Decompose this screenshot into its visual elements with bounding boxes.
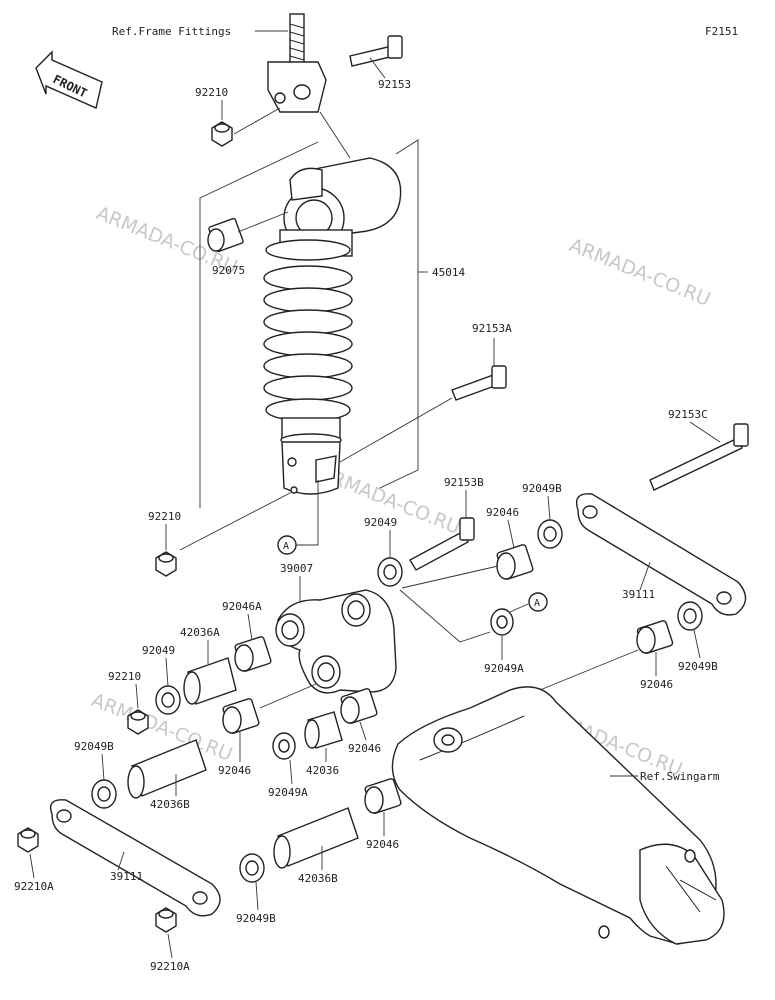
nut-92210-top: [211, 121, 233, 147]
bushing-92046-middle-left: [222, 698, 260, 734]
shock-spring: [263, 229, 353, 495]
washer-92049-middle: [377, 557, 403, 587]
ref-frame-fittings-label: Ref.Frame Fittings: [112, 25, 231, 38]
bushing-92046A: [234, 636, 272, 672]
collar-92075: [207, 217, 244, 253]
watermarks: ARMADA-CO.RU ARMADA-CO.RU ARMADA-CO.RU A…: [88, 202, 713, 781]
callout-a-lower: A: [528, 592, 548, 612]
label-42036B-left: 42036B: [150, 798, 190, 811]
label-92049A-right: 92049A: [484, 662, 524, 675]
frame-fitting-stud: [267, 13, 327, 113]
bushing-92046-center: [340, 688, 378, 724]
label-92049B-lower: 92049B: [236, 912, 276, 925]
washer-92049A-right: [490, 608, 514, 636]
label-39111-upper: 39111: [622, 588, 655, 601]
swingarm: [391, 686, 725, 945]
callout-a-upper: A: [277, 535, 297, 555]
link-39111-lower: [49, 799, 221, 917]
label-42036: 42036: [306, 764, 339, 777]
label-92046-center: 92046: [348, 742, 381, 755]
label-92049A-middle: 92049A: [268, 786, 308, 799]
bushing-92046-lower: [364, 778, 402, 814]
callout-a-lower-text: A: [534, 598, 540, 609]
label-92046-upper: 92046: [486, 506, 519, 519]
washer-92049B-lower: [239, 853, 265, 883]
link-39111-upper: [575, 493, 747, 616]
label-92049B-upper: 92049B: [522, 482, 562, 495]
label-92049B-right: 92049B: [678, 660, 718, 673]
nut-92210-left: [127, 709, 149, 735]
figure-code: F2151: [705, 25, 738, 38]
label-92210A-lower: 92210A: [150, 960, 190, 973]
nut-92210-middle: [155, 551, 177, 577]
tube-42036A: [183, 657, 237, 705]
nut-92210A-lower: [155, 907, 177, 933]
label-92210-top: 92210: [195, 86, 228, 99]
tube-42036: [304, 711, 343, 749]
callout-a-upper-text: A: [283, 541, 289, 552]
label-92210A-left: 92210A: [14, 880, 54, 893]
tube-42036B-left: [127, 739, 207, 799]
label-92210-middle: 92210: [148, 510, 181, 523]
nut-92210A-left: [17, 827, 39, 853]
label-92046-right: 92046: [640, 678, 673, 691]
bushing-92046-right: [636, 620, 674, 654]
label-92210-left: 92210: [108, 670, 141, 683]
label-92153: 92153: [378, 78, 411, 91]
rocker-arm-39007: [275, 589, 397, 694]
bolt-92153B: [409, 517, 475, 571]
bolt-92153A: [451, 365, 507, 401]
label-92046A: 92046A: [222, 600, 262, 613]
bolt-92153: [349, 35, 403, 67]
washer-92049-left: [155, 685, 181, 715]
label-45014: 45014: [432, 266, 465, 279]
front-arrow-icon: FRONT: [35, 50, 103, 109]
label-92049-middle: 92049: [364, 516, 397, 529]
washer-92049A-middle: [272, 732, 296, 760]
bolt-92153C: [649, 423, 749, 491]
label-92153C: 92153C: [668, 408, 708, 421]
label-39111-lower: 39111: [110, 870, 143, 883]
ref-swingarm-label: Ref.Swingarm: [640, 770, 720, 783]
washer-92049B-right: [677, 601, 703, 631]
assembly-bracket-45014: [199, 111, 428, 508]
label-92153A: 92153A: [472, 322, 512, 335]
washer-92049B-left: [91, 779, 117, 809]
label-92049B-left: 92049B: [74, 740, 114, 753]
label-92153B: 92153B: [444, 476, 484, 489]
watermark-2: ARMADA-CO.RU: [566, 234, 713, 311]
bushing-92046-upper: [496, 544, 534, 580]
label-92075: 92075: [212, 264, 245, 277]
label-92049-left: 92049: [142, 644, 175, 657]
label-92046-middle-left: 92046: [218, 764, 251, 777]
label-42036A: 42036A: [180, 626, 220, 639]
tube-42036B-lower: [273, 807, 359, 869]
washer-92049B-upper: [537, 519, 563, 549]
label-42036B-lower: 42036B: [298, 872, 338, 885]
label-39007: 39007: [280, 562, 313, 575]
label-92046-lower: 92046: [366, 838, 399, 851]
